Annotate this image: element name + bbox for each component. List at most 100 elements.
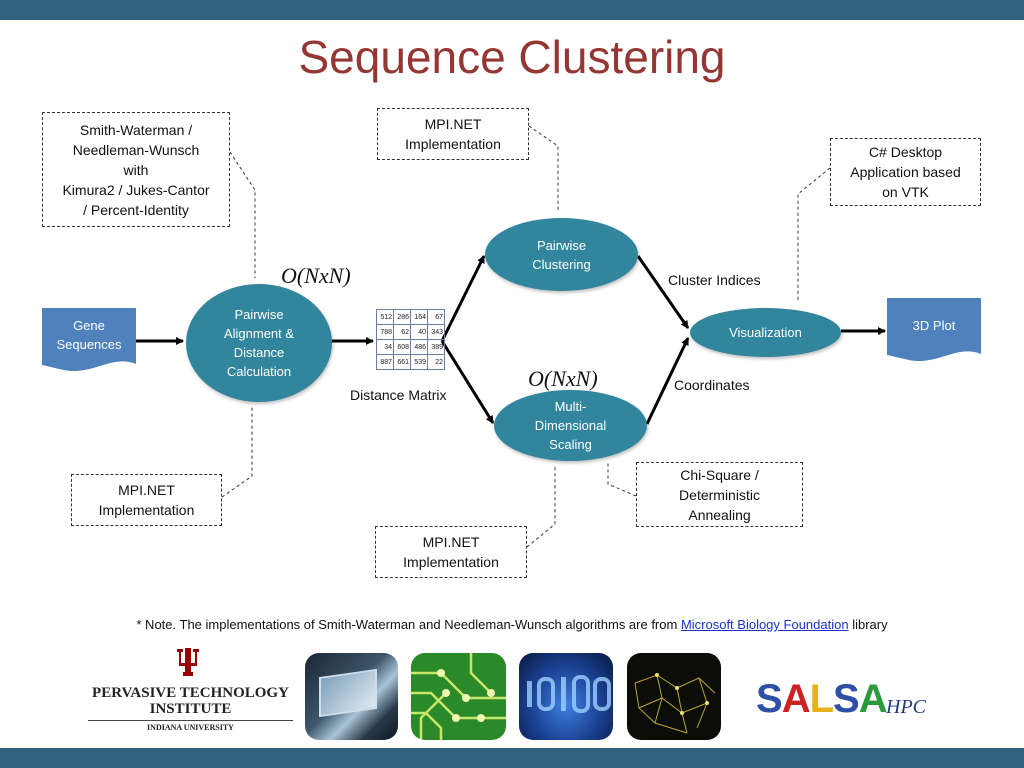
- salsa-letter: S: [756, 677, 783, 721]
- salsa-letter: L: [809, 677, 834, 721]
- note-line: / Percent-Identity: [83, 201, 189, 218]
- map-network-photo: [627, 653, 721, 740]
- chi-square-note: Chi-Square / Deterministic Annealing: [636, 462, 803, 527]
- matrix-cell: 887: [376, 354, 394, 370]
- matrix-grid: 512 286 164 67 788 62 40 343 34 608 486 …: [376, 309, 445, 370]
- mpi-bottom-note: MPI.NET Implementation: [375, 526, 527, 578]
- iu-university-wordmark: INDIANA UNIVERSITY: [147, 723, 234, 732]
- matrix-cell: 22: [427, 354, 445, 370]
- mds-node: Multi- Dimensional Scaling: [494, 390, 647, 461]
- matrix-cell: 389: [427, 339, 445, 355]
- binary-code-photo: [519, 653, 613, 740]
- note-line: Smith-Waterman /: [79, 121, 193, 138]
- alignment-algorithms-note: Smith-Waterman / Needleman-Wunsch with K…: [42, 112, 230, 227]
- salsa-hpc-logo: SALSA HPC: [756, 676, 931, 726]
- note-line: C# Desktop: [868, 144, 943, 160]
- leader-mpi-bottom: [526, 466, 556, 548]
- binary-digits-graphic: [527, 675, 611, 713]
- matrix-cell: 164: [410, 309, 428, 325]
- top-bar: [0, 0, 1024, 20]
- footnote-suffix: library: [848, 617, 888, 632]
- matrix-cell: 539: [410, 354, 428, 370]
- gene-sequences-label: Gene Sequences: [42, 308, 136, 354]
- note-line: Kimura2 / Jukes-Cantor: [62, 181, 210, 198]
- document-shape: [42, 308, 136, 372]
- node-line: Dimensional: [534, 418, 607, 433]
- note-line: Implementation: [403, 554, 499, 570]
- node-line: Scaling: [549, 437, 592, 452]
- matrix-cell: 608: [393, 339, 411, 355]
- csharp-app-note: C# Desktop Application based on VTK: [830, 138, 981, 206]
- footnote-text: * Note. The implementations of Smith-Wat…: [136, 617, 681, 632]
- pairwise-clustering-node: Pairwise Clustering: [485, 218, 638, 291]
- hpc-wordmark: HPC: [886, 696, 926, 718]
- footnote: * Note. The implementations of Smith-Wat…: [0, 617, 1024, 632]
- cluster-indices-label: Cluster Indices: [668, 272, 761, 288]
- iu-trident-icon: [177, 648, 199, 676]
- bottom-bar: [0, 748, 1024, 768]
- complexity-label-mds: O(NxN): [528, 366, 598, 391]
- plot-3d-doc: 3D Plot: [887, 298, 981, 364]
- salsa-letter: A: [781, 677, 811, 721]
- arrow-matrix-to-clustering: [440, 255, 486, 342]
- iu-pti-logo: PERVASIVE TECHNOLOGY INSTITUTE INDIANA U…: [88, 645, 293, 735]
- mpi-left-note: MPI.NET Implementation: [71, 474, 222, 526]
- note-line: Deterministic: [679, 486, 760, 503]
- node-line: Calculation: [226, 364, 292, 379]
- slide-title: Sequence Clustering: [298, 31, 726, 83]
- node-line: Pairwise: [536, 237, 587, 253]
- leader-alignment-note: [229, 151, 256, 278]
- node-line: Visualization: [729, 325, 802, 340]
- laptop-photo: [305, 653, 398, 740]
- gene-sequences-doc: Gene Sequences: [42, 308, 136, 374]
- leader-csharp: [797, 167, 831, 302]
- distance-matrix-label: Distance Matrix: [350, 387, 447, 403]
- arrow-matrix-to-mds: [440, 340, 495, 424]
- note-line: MPI.NET: [424, 116, 482, 132]
- matrix-cell: 512: [376, 309, 394, 325]
- matrix-row: 788 62 40 343: [376, 324, 445, 340]
- mpi-top-note: MPI.NET Implementation: [377, 108, 529, 160]
- matrix-cell: 343: [427, 324, 445, 340]
- note-line: Application based: [850, 164, 961, 180]
- note-line: Implementation: [98, 502, 195, 518]
- matrix-row: 512 286 164 67: [376, 309, 445, 325]
- node-line: Distance: [233, 345, 285, 360]
- matrix-cell: 661: [393, 354, 411, 370]
- node-line: Alignment &: [223, 326, 295, 341]
- leader-mpi-left: [221, 406, 253, 498]
- circuit-traces: [411, 653, 506, 740]
- circuit-board-photo: [411, 653, 506, 740]
- matrix-cell: 788: [376, 324, 394, 340]
- note-line: Needleman-Wunsch: [72, 141, 200, 158]
- doc-line: Sequences: [56, 337, 122, 352]
- note-line: on VTK: [882, 184, 929, 200]
- matrix-cell: 62: [393, 324, 411, 340]
- matrix-cell: 34: [376, 339, 394, 355]
- node-line: Clustering: [532, 256, 591, 272]
- coordinates-label: Coordinates: [674, 377, 750, 393]
- matrix-cell: 486: [410, 339, 428, 355]
- matrix-cell: 40: [410, 324, 428, 340]
- pti-line: PERVASIVE TECHNOLOGY: [92, 685, 289, 701]
- document-shape: [887, 298, 981, 362]
- mbf-link[interactable]: Microsoft Biology Foundation: [680, 617, 849, 632]
- node-line: Multi-: [554, 399, 587, 414]
- salsa-wordmark: SALSA: [756, 676, 888, 722]
- network-map-graphic: [634, 673, 716, 734]
- screen-glow: [319, 668, 377, 718]
- note-line: with: [123, 161, 149, 178]
- distance-matrix-table: 512 286 164 67 788 62 40 343 34 608 486 …: [376, 309, 445, 370]
- plot-3d-label: 3D Plot: [912, 318, 956, 333]
- visualization-node: Visualization: [690, 308, 841, 357]
- leader-chi: [607, 462, 637, 497]
- pairwise-alignment-node: Pairwise Alignment & Distance Calculatio…: [186, 284, 332, 402]
- matrix-cell: 286: [393, 309, 411, 325]
- logo-divider: [88, 720, 293, 721]
- node-line: Pairwise: [234, 307, 284, 322]
- salsa-letter: S: [833, 677, 860, 721]
- arrow-clustering-to-vis: [636, 255, 690, 329]
- matrix-row: 34 608 486 389: [376, 339, 445, 355]
- pti-line: INSTITUTE: [149, 701, 232, 717]
